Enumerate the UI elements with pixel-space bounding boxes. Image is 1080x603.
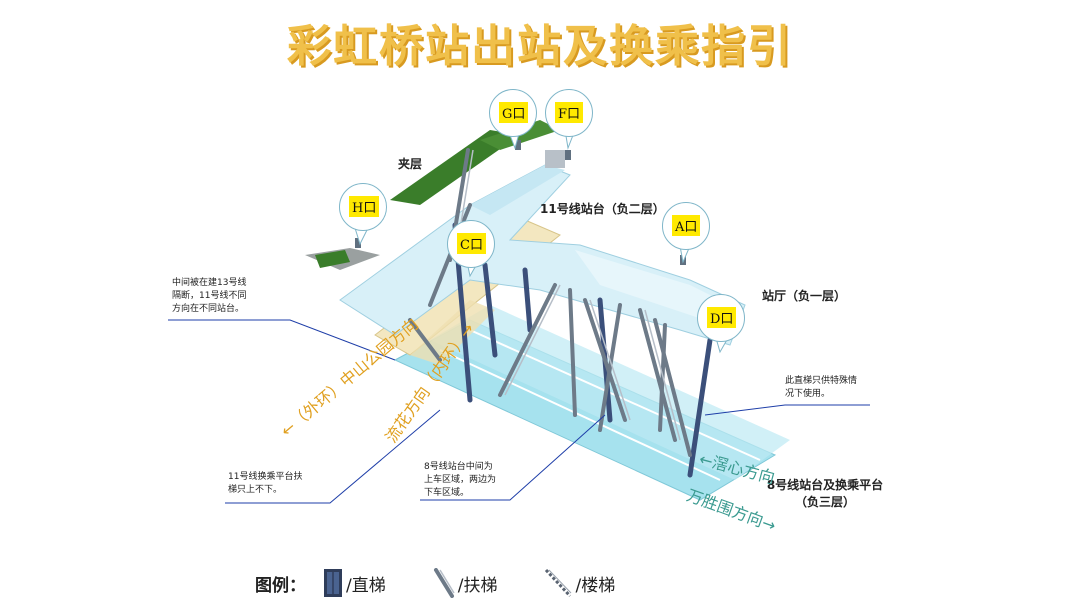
mezzanine-green-roof: [390, 130, 520, 205]
stairs-icon: [545, 568, 572, 598]
exit-g-bubble: G口: [489, 89, 537, 137]
callout-middle-13: 中间被在建13号线 隔断，11号线不同 方向在不同站台。: [172, 277, 246, 316]
callout-line: 中间被在建13号线: [172, 278, 247, 288]
legend-escalator-label: /扶梯: [457, 575, 498, 596]
callout-line11-escalator: 11号线换乘平台扶 梯只上不下。: [228, 471, 302, 497]
exit-h-label: H口: [349, 196, 380, 217]
level-mezzanine-label: 夹层: [398, 157, 423, 171]
legend-elevator-label: /直梯: [346, 575, 386, 596]
legend-stairs-label: /楼梯: [575, 575, 616, 596]
callout-line: 上车区域，两边为: [424, 475, 497, 485]
escalator-icon: [433, 568, 455, 598]
callout-line: 此直梯只供特殊情: [785, 376, 858, 386]
exit-c-bubble: C口: [447, 220, 495, 268]
legend-stairs: /楼梯: [543, 568, 615, 598]
callout-line: 梯只上不下。: [228, 485, 283, 495]
callout-line: 方向在不同站台。: [172, 304, 245, 314]
callout-lines: [168, 319, 870, 504]
escalator-rails: [454, 149, 681, 441]
callout-line8-platform: 8号线站台中间为 上车区域，两边为 下车区域。: [424, 461, 496, 500]
callout-line: 隔断，11号线不同: [172, 291, 247, 301]
level-line11-label: 11号线站台（负二层）: [540, 202, 665, 216]
exit-a-bubble: A口: [662, 202, 710, 250]
level-line8-label-line2: （负三层）: [794, 495, 855, 509]
exit-d-bubble: D口: [697, 294, 745, 342]
callout-line: 11号线换乘平台扶: [228, 472, 303, 482]
exit-f-bubble: F口: [545, 89, 593, 137]
callout-elevator-special: 此直梯只供特殊情 况下使用。: [785, 375, 857, 401]
exit-a-label: A口: [672, 215, 701, 236]
level-line8-label: 8号线站台及换乘平台 （负三层）: [760, 476, 890, 510]
callout-line: 况下使用。: [785, 389, 831, 399]
callout-line: 下车区域。: [424, 488, 470, 498]
level-hall-label: 站厅（负一层）: [762, 289, 847, 303]
level-line8-label-line1: 8号线站台及换乘平台: [766, 478, 884, 492]
legend-elevator: /直梯: [322, 568, 386, 598]
exit-g-label: G口: [499, 102, 529, 123]
exit-d-label: D口: [707, 307, 737, 328]
legend-escalator: /扶梯: [432, 568, 498, 598]
legend-title: 图例：: [255, 575, 306, 596]
legend: 图例： /直梯 /扶梯 /楼梯: [255, 568, 661, 598]
exit-c-label: C口: [457, 233, 486, 254]
elevator-icon: [324, 569, 342, 597]
exit-h-bubble: H口: [339, 183, 387, 231]
callout-line: 8号线站台中间为: [424, 462, 493, 472]
page-title: 彩虹桥站出站及换乘指引: [287, 21, 793, 72]
exit-f-label: F口: [555, 102, 584, 123]
